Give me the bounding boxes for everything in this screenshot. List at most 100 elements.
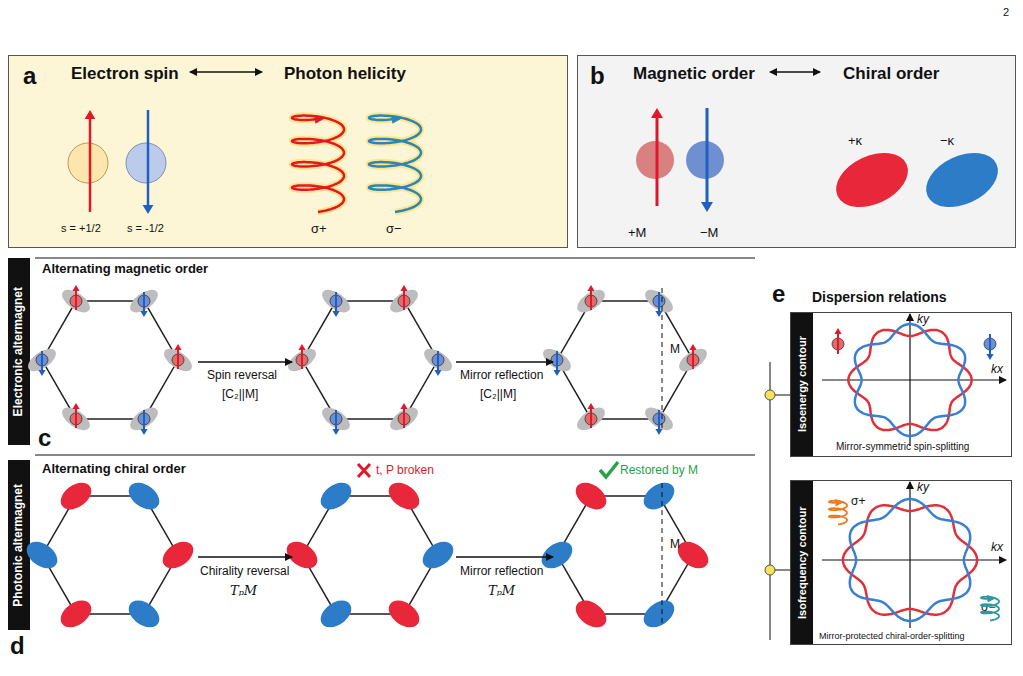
arrow-head: [140, 429, 147, 435]
panel-letter: a: [23, 62, 36, 90]
arrow-head: [174, 344, 181, 350]
heading: Photon helicity: [284, 64, 406, 84]
orbital-lobe: [284, 344, 319, 375]
chiral-ellipse: [316, 477, 356, 515]
hexagon-lattice: [42, 301, 178, 419]
hexagon-lattice: [557, 496, 693, 614]
helicity-label: σ−: [981, 601, 995, 615]
orbital-lobe: [318, 403, 353, 434]
heading: Magnetic order: [633, 64, 755, 84]
operation-label: TₚM: [488, 584, 515, 599]
heading: Chiral order: [843, 64, 939, 84]
operation-label: [C₂||M]: [480, 388, 516, 402]
helicity-label: σ−: [386, 222, 402, 237]
orbital-lobe: [58, 285, 93, 316]
status-note: t, P broken: [376, 464, 434, 478]
hexagon-lattice: [557, 301, 693, 419]
hexagon-lattice: [302, 496, 438, 614]
spin-arrow: [692, 350, 694, 369]
site-circle: [432, 354, 444, 366]
spin-arrow: [143, 410, 145, 429]
arrow-head: [655, 429, 662, 435]
orbital-lobe: [318, 285, 353, 316]
mirror-line: [662, 288, 663, 432]
order-label: +M: [628, 226, 646, 241]
chiral-ellipse: [571, 477, 611, 515]
arrow-head: [689, 344, 696, 350]
rule-line: [35, 455, 755, 456]
site-circle: [687, 354, 699, 366]
orbital-lobe: [573, 403, 608, 434]
chiral-ellipse: [316, 595, 356, 633]
arrow-head: [587, 403, 594, 409]
page-number: 2: [1003, 6, 1009, 19]
spin-arrow: [403, 409, 405, 428]
spin-arrow: [75, 291, 77, 310]
process-arrow: [198, 361, 292, 363]
caption-note: Mirror-protected chiral-order-splitting: [819, 631, 965, 641]
panel-letter: c: [38, 424, 51, 452]
spin-arrow: [143, 292, 145, 311]
spin-arrow: [301, 350, 303, 369]
spin-arrow: [556, 351, 558, 370]
site-circle: [296, 354, 308, 366]
arrow-head: [38, 370, 45, 376]
status-note: Restored by M: [620, 464, 698, 478]
chiral-ellipse: [124, 595, 164, 633]
site-circle: [585, 413, 597, 425]
contour-box: Isoenergy contourkykxMirror-symmetric sp…: [790, 312, 1012, 457]
box-title: Isoenergy contour: [791, 313, 813, 456]
check-mark: [600, 462, 618, 477]
site-circle: [36, 354, 48, 366]
site-circle: [138, 295, 150, 307]
site-circle: [330, 295, 342, 307]
orbital-lobe: [675, 344, 710, 375]
spin-arrow: [658, 410, 660, 429]
orbital-lobe: [641, 403, 676, 434]
arrow-head: [587, 285, 594, 291]
cross-mark: [358, 464, 370, 477]
bracket-line: [770, 362, 771, 640]
rule-line: [35, 258, 755, 259]
helicity-label: σ+: [851, 495, 865, 509]
spin-arrow: [658, 292, 660, 311]
arrow-head: [434, 370, 441, 376]
arrow-head: [400, 403, 407, 409]
orbital-lobe: [641, 285, 676, 316]
chiral-ellipse: [158, 536, 198, 574]
axis-label: kx: [991, 363, 1003, 377]
process-arrow: [456, 361, 553, 363]
chiral-ellipse: [384, 595, 424, 633]
site-circle: [172, 354, 184, 366]
spin-arrow: [335, 292, 337, 311]
side-band: Electronic altermagnet: [8, 258, 30, 445]
bracket-line: [770, 570, 790, 571]
arrow-head: [400, 285, 407, 291]
arrow-head: [72, 285, 79, 291]
chiral-ellipse: [56, 477, 96, 515]
spin-label: s = +1/2: [61, 222, 101, 235]
site-circle: [653, 295, 665, 307]
orbital-lobe: [160, 344, 195, 375]
arrow-head: [140, 311, 147, 317]
mirror-label: M: [670, 343, 680, 357]
panel-letter: e: [772, 280, 785, 308]
junction-dot: [765, 565, 775, 575]
arrow-head: [332, 311, 339, 317]
band-title: Electronic altermagnet: [12, 287, 26, 416]
spin-arrow: [403, 291, 405, 310]
orbital-lobe: [126, 403, 161, 434]
arrow-head: [72, 403, 79, 409]
arrow-label: Mirror reflection: [460, 369, 543, 383]
process-arrow: [456, 556, 553, 558]
site-circle: [398, 295, 410, 307]
arrow-head: [655, 311, 662, 317]
side-band: Photonic altermagnet: [8, 460, 30, 630]
orbital-lobe: [386, 285, 421, 316]
panel-box: bMagnetic orderChiral order+M−M+κ−κ: [577, 55, 1016, 248]
arrow-head: [298, 344, 305, 350]
arrow-label: Spin reversal: [207, 369, 277, 383]
axis-label: kx: [991, 541, 1003, 555]
panel-letter: d: [10, 632, 25, 660]
